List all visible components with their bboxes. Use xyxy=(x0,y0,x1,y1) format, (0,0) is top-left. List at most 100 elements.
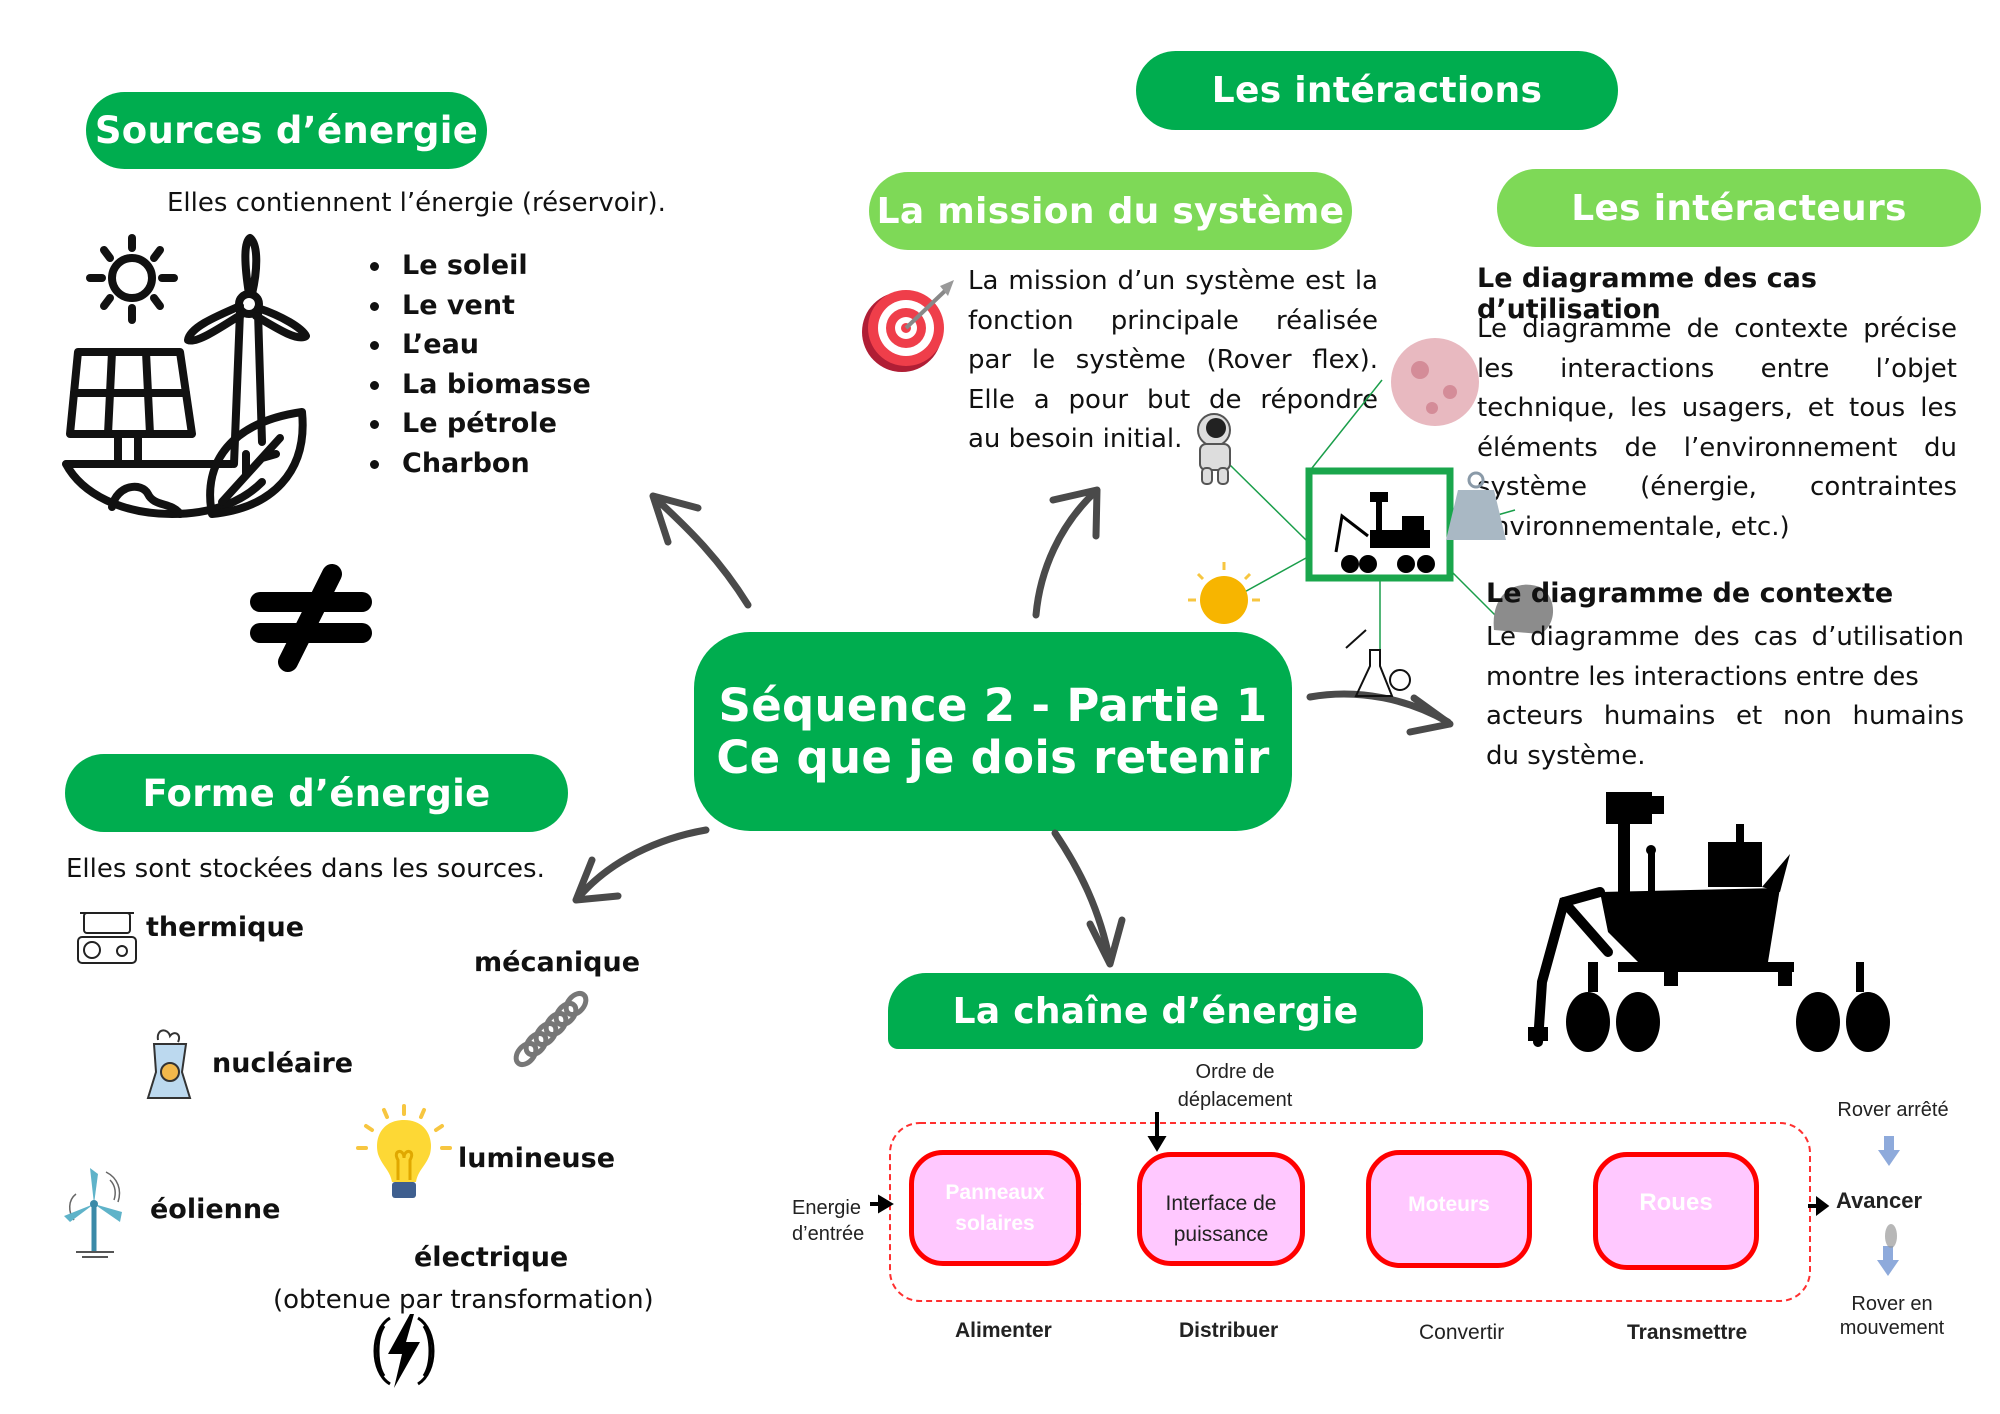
form-mecanique: mécanique xyxy=(474,947,641,978)
arrow-to-sources xyxy=(651,494,752,609)
usecase-text: Le diagramme de contexte précise les int… xyxy=(1477,310,1957,547)
rover-icon xyxy=(1334,492,1435,573)
order-label: Ordre de déplacement xyxy=(1150,1058,1320,1114)
rock-icon xyxy=(1493,584,1554,634)
function-alimenter: Alimenter xyxy=(955,1319,1052,1342)
lightbulb-icon xyxy=(356,1104,452,1198)
arrow-to-forms xyxy=(574,826,710,902)
arrow-to-mission xyxy=(1032,488,1099,619)
interactions-title: Les intéractions xyxy=(1211,70,1543,111)
source-item: Charbon xyxy=(366,444,591,484)
forms-intro: Elles sont stockées dans les sources. xyxy=(66,854,545,884)
context-text: Le diagramme des cas d’utilisation montr… xyxy=(1486,618,1964,776)
sources-title-pill: Sources d’énergie xyxy=(86,92,487,169)
output-after-line: mouvement xyxy=(1839,1317,1945,1339)
chain-block-label: Roues xyxy=(1639,1189,1713,1216)
output-action: Avancer xyxy=(1836,1188,1923,1213)
output-after-line: Rover en xyxy=(1851,1293,1933,1315)
chain-block-label: Interface de puissance xyxy=(1165,1192,1277,1246)
source-item: Le pétrole xyxy=(366,404,591,444)
usecase-line: Le diagramme de contexte précise xyxy=(1477,314,1957,344)
forms-title: Forme d’énergie xyxy=(142,771,491,815)
mission-title-pill: La mission du système xyxy=(869,172,1352,250)
sources-title: Sources d’énergie xyxy=(94,109,479,152)
mission-line: Elle a pour but de répondre xyxy=(968,384,1378,415)
form-electrique: électrique xyxy=(414,1242,569,1273)
interacteurs-title: Les intéracteurs xyxy=(1571,187,1907,229)
forms-title-pill: Forme d’énergie xyxy=(65,754,568,832)
input-label: Energie d’entrée xyxy=(792,1195,864,1247)
center-title-line2: Ce que je dois retenir xyxy=(716,730,1270,784)
mission-text: La mission d’un système est la fonction … xyxy=(968,262,1378,460)
form-nucleaire: nucléaire xyxy=(212,1048,354,1079)
form-eolienne: éolienne xyxy=(150,1194,281,1225)
chemistry-icon xyxy=(1345,629,1411,697)
function-convertir: Convertir xyxy=(1419,1321,1505,1344)
usecase-line: système (énergie, contraintes xyxy=(1477,472,1957,502)
electricity-icon xyxy=(373,1314,435,1388)
output-before: Rover arrêté xyxy=(1837,1099,1949,1121)
sources-intro: Elles contiennent l’énergie (réservoir). xyxy=(167,188,666,218)
usecase-line: éléments de l’environnement du xyxy=(1477,432,1957,463)
renewable-energy-icon xyxy=(62,234,310,518)
center-title-box: Séquence 2 - Partie 1 Ce que je dois ret… xyxy=(694,632,1292,831)
usecase-line: technique, les usagers, et tous les xyxy=(1477,393,1957,423)
context-line: montre les interactions entre des xyxy=(1486,661,1919,692)
context-line: Le diagramme des cas d’utilisation xyxy=(1486,622,1964,652)
usecase-line: les interactions entre l’objet xyxy=(1477,353,1957,384)
chain-block-interface: Interface de puissance xyxy=(1137,1152,1305,1266)
form-lumineuse: lumineuse xyxy=(458,1143,616,1174)
arrow-to-interacteurs-head xyxy=(1406,694,1454,736)
usecase-line: environnementale, etc.) xyxy=(1477,511,1790,542)
not-equal-icon xyxy=(250,564,372,672)
context-heading: Le diagramme de contexte xyxy=(1486,578,1894,609)
order-label-line: déplacement xyxy=(1177,1089,1293,1111)
context-line: du système. xyxy=(1486,740,1646,771)
input-label-line: d’entrée xyxy=(792,1223,865,1245)
thermal-icon xyxy=(77,912,137,964)
arrow-to-mission-head xyxy=(1049,486,1101,540)
energy-chain-title: La chaîne d’énergie xyxy=(952,990,1359,1032)
moon-icon xyxy=(1391,338,1479,426)
arrow-to-forms-head xyxy=(572,856,622,904)
chain-block-moteurs: Moteurs xyxy=(1366,1150,1532,1268)
spring-icon xyxy=(513,990,589,1068)
source-item: La biomasse xyxy=(366,365,591,405)
mission-line: par le système (Rover flex). xyxy=(968,345,1378,375)
chain-block-roues: Roues xyxy=(1593,1152,1759,1270)
weight-icon xyxy=(1446,471,1506,540)
source-item: Le soleil xyxy=(366,246,591,286)
mission-line: au besoin initial. xyxy=(968,424,1183,454)
context-line: acteurs humains et non humains xyxy=(1486,701,1964,731)
form-thermique: thermique xyxy=(146,912,305,943)
order-label-line: Ordre de xyxy=(1195,1061,1275,1083)
source-item: L’eau xyxy=(366,325,591,365)
sources-list: Le soleil Le vent L’eau La biomasse Le p… xyxy=(366,246,591,483)
mission-line: fonction principale réalisée xyxy=(968,305,1378,336)
interactions-title-pill: Les intéractions xyxy=(1136,51,1618,130)
function-transmettre: Transmettre xyxy=(1627,1321,1748,1344)
context-diagram xyxy=(1188,338,1554,697)
wind-turbine-icon xyxy=(64,1168,122,1258)
astronaut-icon xyxy=(1197,413,1231,485)
nuclear-plant-icon xyxy=(146,1029,192,1099)
function-distribuer: Distribuer xyxy=(1179,1319,1279,1342)
mission-line: La mission d’un système est la xyxy=(968,266,1378,296)
arrow-to-sources-head xyxy=(649,492,702,546)
energy-chain-title-pill: La chaîne d’énergie xyxy=(888,973,1423,1049)
center-title-line1: Séquence 2 - Partie 1 xyxy=(718,678,1268,732)
chain-block-label: Moteurs xyxy=(1408,1193,1490,1216)
mission-title: La mission du système xyxy=(876,190,1345,232)
arrow-to-chain xyxy=(1051,829,1114,966)
target-icon xyxy=(862,280,954,372)
input-label-line: Energie xyxy=(792,1197,861,1219)
usecase-heading: Le diagramme des cas d’utilisation xyxy=(1477,263,1817,325)
output-after: Rover en mouvement xyxy=(1822,1292,1962,1340)
form-electrique-note: (obtenue par transformation) xyxy=(273,1285,654,1315)
rover-silhouette-icon xyxy=(1528,792,1890,1052)
chain-block-label: Panneaux solaires xyxy=(945,1181,1045,1235)
interacteurs-title-pill: Les intéracteurs xyxy=(1497,169,1981,247)
arrow-to-chain-head xyxy=(1086,916,1126,968)
source-item: Le vent xyxy=(366,286,591,326)
